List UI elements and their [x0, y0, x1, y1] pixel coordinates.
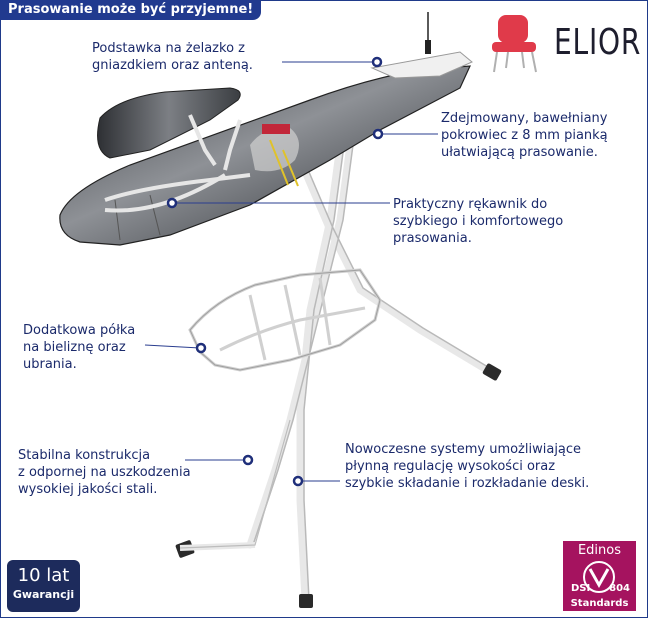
- callout-dot-icon: [166, 56, 384, 487]
- chair-logo-icon: [492, 15, 537, 73]
- warranty-badge: 10 lat Gwarancji: [7, 560, 80, 612]
- callout-lines: [144, 61, 438, 482]
- label-cover: Zdejmowany, bawełniany pokrowiec z 8 mm …: [441, 111, 608, 160]
- certification-number: 804: [609, 583, 630, 594]
- certification-badge: Edinos DSI 804 Standards: [563, 541, 636, 611]
- certification-emblem-icon: [583, 561, 615, 593]
- linen-shelf: [188, 268, 382, 372]
- foot-center: [299, 594, 313, 608]
- warranty-years: 10 lat: [17, 565, 70, 586]
- label-construction: Stabilna konstrukcja z odpornej na uszko…: [18, 448, 191, 497]
- foot-right: [482, 363, 502, 381]
- warranty-label: Gwarancji: [12, 588, 75, 601]
- board-leg-outlines: [252, 144, 494, 601]
- page-banner: Prasowanie może być przyjemne!: [0, 0, 262, 20]
- certification-name: Edinos: [577, 543, 622, 558]
- label-shelf: Dodatkowa półka na bieliznę oraz ubrania…: [23, 323, 136, 372]
- brand-logo: ELIOR: [554, 22, 642, 63]
- iron-rest: [370, 51, 473, 79]
- certification-dsi: DSI: [571, 583, 591, 594]
- label-iron-stand: Podstawka na żelazko z gniazdkiem oraz a…: [92, 41, 253, 73]
- board-print-flowers: [262, 124, 290, 134]
- board-legs: [246, 141, 494, 604]
- certification-standard: Standards: [570, 598, 629, 609]
- label-sleeve: Praktyczny rękawnik do szybkiego i komfo…: [393, 197, 564, 246]
- sleeve-arm: [104, 114, 251, 213]
- label-height: Nowoczesne systemy umożliwiające płynną …: [345, 442, 590, 491]
- sleeve-board: [97, 87, 241, 159]
